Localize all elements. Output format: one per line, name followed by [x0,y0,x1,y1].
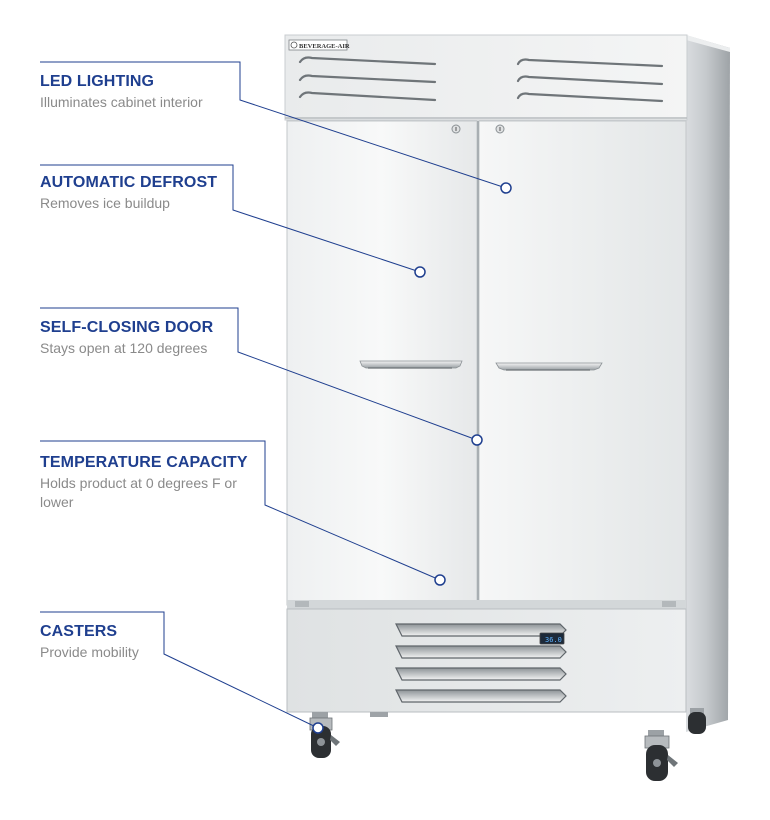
marker-automatic-defrost [414,266,426,278]
feature-led-lighting: LED LIGHTING Illuminates cabinet interio… [40,72,260,112]
callout-markers [312,182,512,734]
cabinet-side-panel [686,35,730,732]
feature-self-closing-door: SELF-CLOSING DOOR Stays open at 120 degr… [40,318,260,358]
left-door-handle [359,360,463,369]
feature-title: SELF-CLOSING DOOR [40,319,214,336]
feature-automatic-defrost: AUTOMATIC DEFROST Removes ice buildup [40,173,260,213]
top-right-louvers [516,58,664,103]
feature-title: AUTOMATIC DEFROST [40,174,218,191]
leader-self-closing-door [40,307,478,441]
feature-temperature-capacity: TEMPERATURE CAPACITY Holds product at 0 … [40,453,268,512]
brand-logo: BEVERAGE-AIR [299,43,350,50]
right-door-handle [495,362,603,371]
temperature-display: 36.0 [539,632,565,645]
door-hinge-strip [287,600,686,609]
marker-self-closing-door [471,434,483,446]
feature-description: Illuminates cabinet interior [40,94,203,110]
leader-casters [40,611,319,729]
left-door [286,120,478,606]
feature-title: TEMPERATURE CAPACITY [40,454,248,471]
top-vent-panel: BEVERAGE-AIR [284,34,688,121]
callout-leaders [40,61,507,729]
leader-led-lighting [40,61,507,189]
leader-temperature-capacity [40,440,441,581]
top-left-louvers [298,56,437,102]
rear-right-caster [688,708,706,734]
front-right-caster [644,730,678,781]
marker-led-lighting [500,182,512,194]
brand-logo-plate: BEVERAGE-AIR [288,39,350,51]
marker-temperature-capacity [434,574,446,586]
feature-casters: CASTERS Provide mobility [40,622,200,662]
front-left-caster [309,712,340,758]
bottom-vent-panel: 36.0 [286,608,687,717]
feature-title: LED LIGHTING [40,73,155,90]
feature-description: Provide mobility [40,644,139,660]
right-door [478,120,687,616]
feature-title: CASTERS [40,623,118,640]
left-door-lock [451,124,461,134]
leader-automatic-defrost [40,164,421,273]
right-door-lock [495,124,505,134]
feature-description: Removes ice buildup [40,195,170,211]
feature-description: Stays open at 120 degrees [40,340,208,356]
temperature-display-readout: 36.0 [545,636,562,644]
marker-casters [312,722,324,734]
feature-description: Holds product at 0 degrees F or lower [40,475,237,510]
